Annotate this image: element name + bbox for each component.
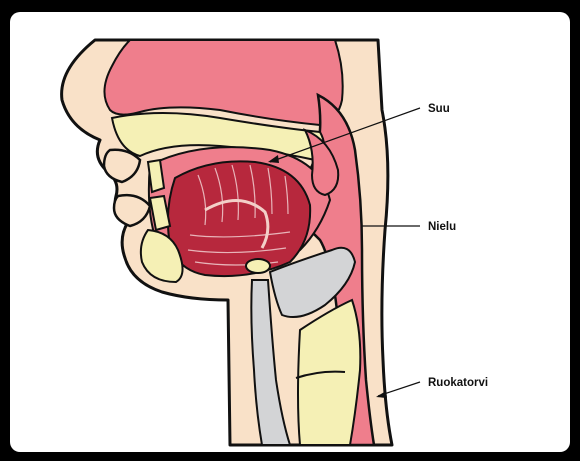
hyoid-bone bbox=[246, 259, 270, 273]
label-esophagus: Ruokatorvi bbox=[428, 377, 488, 389]
head-cross-section-diagram: Suu Nielu Ruokatorvi bbox=[10, 12, 570, 452]
label-mouth: Suu bbox=[428, 103, 450, 115]
tongue bbox=[168, 161, 310, 276]
label-pharynx: Nielu bbox=[428, 221, 456, 233]
upper-tooth bbox=[148, 160, 164, 192]
diagram-panel: Suu Nielu Ruokatorvi bbox=[10, 12, 570, 452]
